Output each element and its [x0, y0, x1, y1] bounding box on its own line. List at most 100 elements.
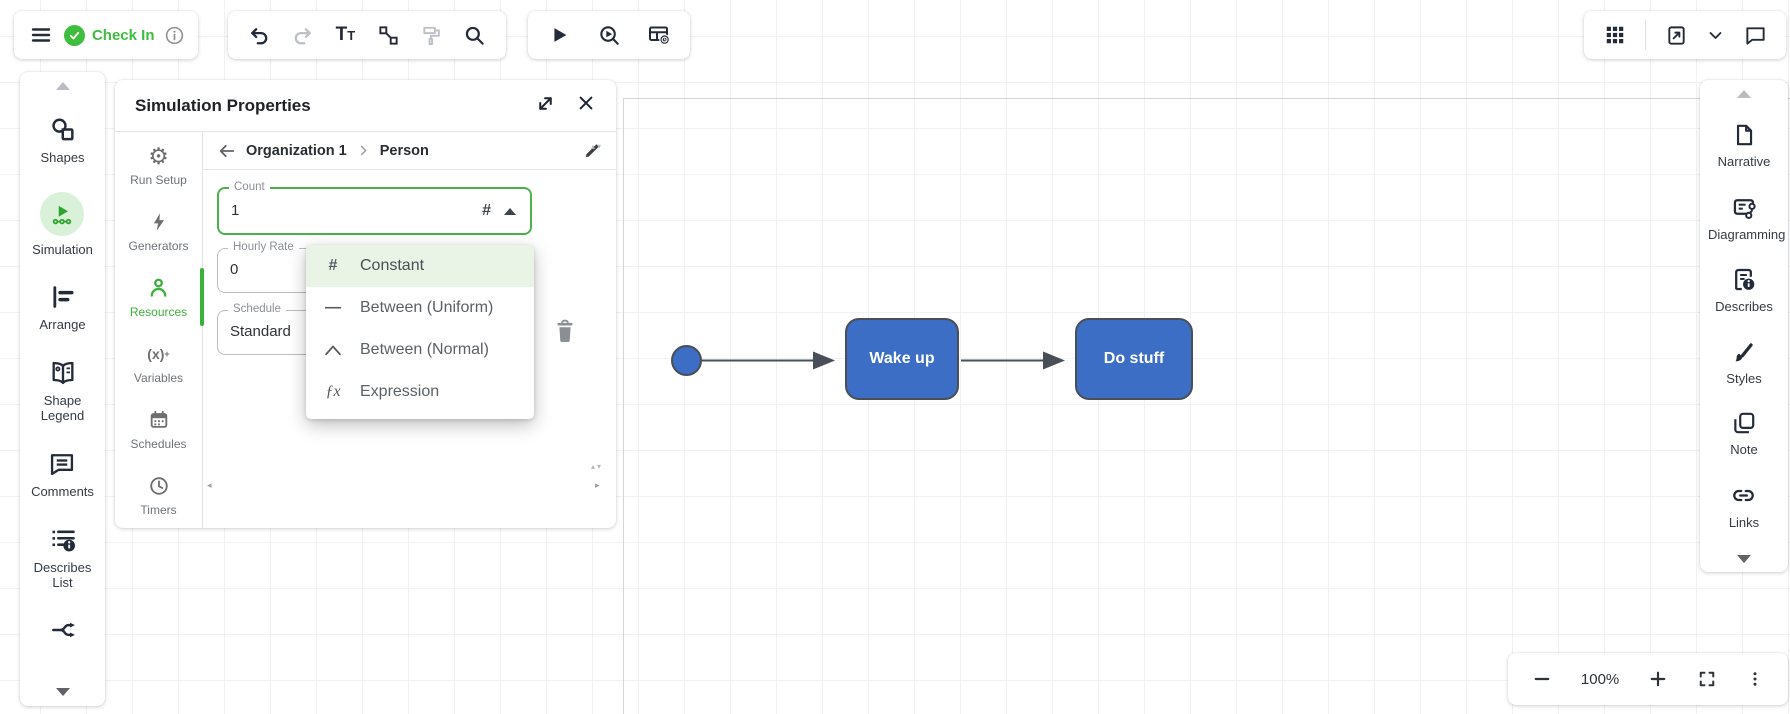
tab-label: Schedules	[130, 436, 187, 451]
chat-button[interactable]	[1734, 14, 1776, 56]
dropdown-item-between-normal[interactable]: Between (Normal)	[306, 329, 534, 371]
sidebar-item-shape-legend[interactable]: Shape Legend	[27, 359, 99, 424]
fullscreen-button[interactable]	[1697, 669, 1717, 689]
clock-icon	[148, 474, 170, 498]
dock-scroll-down-icon[interactable]	[55, 688, 70, 696]
check-in-button[interactable]: Check In	[58, 24, 161, 46]
scroll-right-icon: ▸	[595, 480, 600, 490]
arrange-icon	[52, 286, 73, 308]
panel-tab-column: ⚙ Run Setup Generators Resources (x)+ Va…	[115, 132, 204, 528]
hamburger-menu-button[interactable]	[24, 14, 58, 56]
sidebar-item-note[interactable]: Note	[1730, 410, 1758, 458]
search-button[interactable]	[454, 14, 496, 56]
run-simulation-button[interactable]	[538, 14, 580, 56]
dropdown-item-expression[interactable]: ƒx Expression	[306, 371, 534, 413]
fx-icon: ƒx	[325, 383, 341, 400]
expand-panel-button[interactable]	[535, 93, 556, 119]
more-options-button[interactable]	[1746, 669, 1764, 689]
sidebar-item-diagramming[interactable]: Diagramming	[1708, 194, 1785, 243]
simulation-run-toolbar	[528, 11, 690, 59]
sidebar-item-label: Simulation	[32, 241, 93, 257]
undo-button[interactable]	[238, 14, 280, 56]
sidebar-item-comments[interactable]: Comments	[31, 450, 94, 500]
breadcrumb-parent[interactable]: Organization 1	[246, 142, 347, 159]
tab-schedules[interactable]: Schedules	[115, 396, 202, 462]
app-grid-button[interactable]	[1594, 14, 1636, 56]
describes-list-icon	[52, 530, 75, 551]
tab-variables[interactable]: (x)+ Variables	[115, 330, 202, 396]
sidebar-item-simulation[interactable]: Simulation	[32, 191, 93, 258]
schedule-field-value[interactable]: Standard	[230, 323, 291, 340]
plus-icon	[1650, 671, 1666, 687]
calendar-icon	[148, 408, 170, 432]
edit-toolbar: TT	[228, 11, 506, 59]
pencil-icon	[585, 144, 599, 157]
person-icon	[147, 276, 170, 300]
breadcrumb-current: Person	[379, 142, 429, 159]
tab-timers[interactable]: Timers	[115, 462, 202, 528]
sidebar-item-label: Narrative	[1717, 154, 1771, 169]
zoom-out-button[interactable]	[1532, 669, 1552, 689]
export-document-icon	[1668, 25, 1685, 45]
zoom-in-button[interactable]	[1648, 669, 1668, 689]
info-icon	[165, 26, 183, 44]
tab-run-setup[interactable]: ⚙ Run Setup	[115, 132, 202, 198]
collapse-dropdown-caret-icon[interactable]	[504, 207, 516, 215]
sidebar-item-shapes[interactable]: Shapes	[40, 116, 85, 166]
export-document-button[interactable]	[1656, 14, 1698, 56]
sidebar-item-describes[interactable]: Describes	[1715, 266, 1773, 315]
sidebar-item-links[interactable]: Links	[1729, 482, 1759, 531]
redo-button[interactable]	[281, 14, 323, 56]
tab-generators[interactable]: Generators	[115, 198, 202, 264]
run-simulation-icon	[554, 28, 567, 42]
preview-simulation-icon	[599, 25, 619, 45]
count-field-value[interactable]: 1	[231, 202, 240, 219]
fullscreen-icon	[1699, 671, 1715, 687]
back-arrow-icon	[219, 144, 235, 157]
dropdown-item-between-uniform[interactable]: — Between (Uniform)	[306, 287, 534, 329]
dock-scroll-up-icon[interactable]	[55, 82, 70, 90]
close-panel-button[interactable]	[576, 93, 596, 118]
sidebar-item-label: Comments	[31, 483, 94, 499]
top-right-toolbar	[1584, 11, 1786, 59]
sidebar-item-label: Styles	[1726, 370, 1762, 386]
format-painter-button[interactable]	[411, 14, 453, 56]
count-field[interactable]: Count 1 #	[217, 181, 532, 235]
gear-icon: ⚙	[148, 142, 169, 169]
connector-tool-button[interactable]	[368, 14, 410, 56]
edit-name-button[interactable]	[582, 141, 602, 161]
back-button[interactable]	[217, 141, 237, 161]
process-node[interactable]: Wake up	[845, 318, 959, 400]
hourly-rate-field-value[interactable]: 0	[230, 261, 239, 278]
scroll-left-icon: ◂	[207, 480, 212, 490]
dock-scroll-up-icon[interactable]	[1737, 90, 1751, 98]
process-node[interactable]: Do stuff	[1075, 318, 1193, 400]
info-button[interactable]	[161, 14, 189, 56]
preview-simulation-button[interactable]	[588, 14, 630, 56]
sidebar-item-arrange[interactable]: Arrange	[39, 283, 86, 333]
narrative-icon	[1736, 124, 1753, 146]
sidebar-item-label: Describes List	[33, 559, 92, 591]
dropdown-item-label: Between (Normal)	[360, 341, 489, 358]
hourly-rate-field-label: Hourly Rate	[228, 241, 299, 253]
left-dock: Shapes Simulation Arrange Shape Legend C…	[20, 72, 105, 706]
sidebar-item-describes-list[interactable]: Describes List	[27, 526, 99, 591]
text-settings-button[interactable]: TT	[324, 14, 366, 56]
schedule-field-label: Schedule	[228, 303, 286, 315]
dock-scroll-down-icon[interactable]	[1737, 554, 1751, 563]
branch-icon	[51, 622, 75, 638]
zoom-level[interactable]: 100%	[1580, 670, 1620, 688]
export-dropdown-button[interactable]	[1701, 14, 1731, 56]
delete-resource-button[interactable]	[552, 317, 578, 345]
dropdown-item-constant[interactable]: # Constant	[306, 245, 534, 287]
sidebar-item-narrative[interactable]: Narrative	[1717, 122, 1771, 170]
tab-resources[interactable]: Resources	[115, 264, 204, 330]
format-painter-icon	[423, 26, 441, 45]
tab-label: Timers	[140, 502, 177, 517]
simulation-output-button[interactable]	[638, 14, 680, 56]
simulation-output-table-icon	[649, 26, 671, 46]
sidebar-item-styles[interactable]: Styles	[1726, 339, 1762, 387]
start-node[interactable]	[671, 345, 702, 376]
sidebar-item-branch[interactable]	[50, 617, 76, 643]
